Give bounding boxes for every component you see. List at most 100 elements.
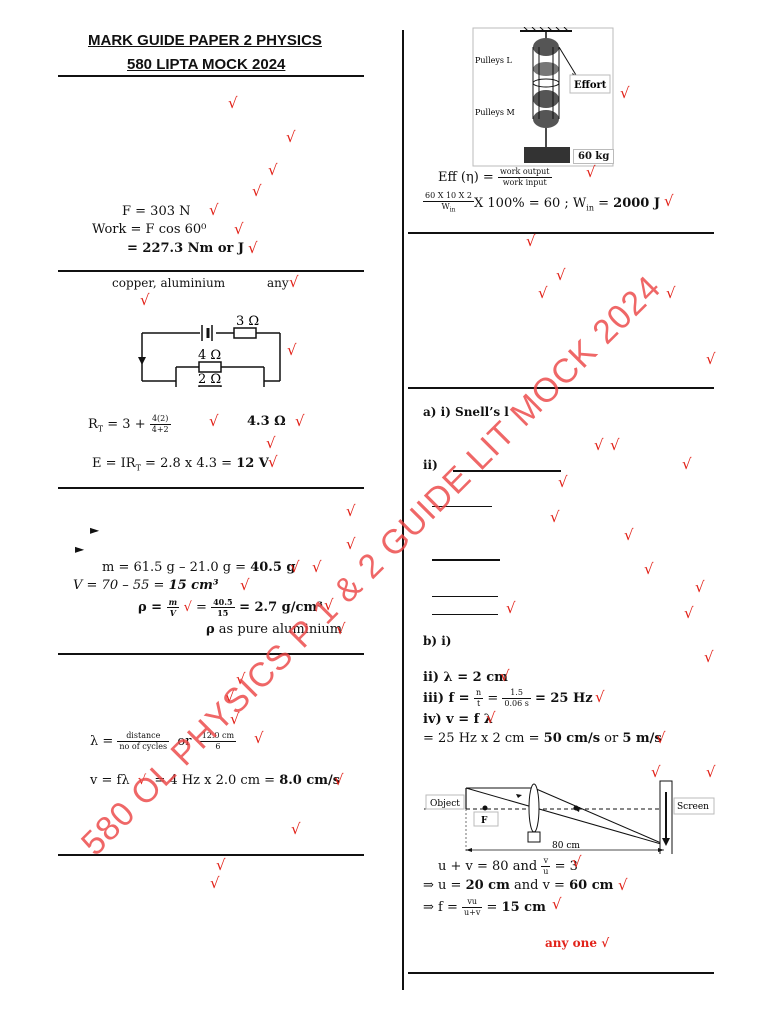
mark-tick: √ [268,453,278,471]
screen-label: Screen [677,802,709,812]
section-divider [408,387,714,389]
mark-tick: √ [268,161,278,179]
question-6a-i: a) i) Snell’s l [423,405,509,419]
resistor-label: 2 Ω [198,372,221,387]
mark-tick: √ [651,763,661,781]
mark-tick: √ [706,763,716,781]
density-conclusion: ρ as pure aluminium [206,622,343,637]
pulley-system-diagram: Effort Pulleys L Pulleys M [472,27,614,167]
mark-tick: √ [266,434,276,452]
section-divider [58,854,364,856]
mark-tick: √ [682,455,692,473]
emf-answer: E = IRT = 2.8 x 4.3 = 12 V [92,456,269,473]
mark-tick: √ [572,853,582,871]
volume-answer: V = 70 – 55 = 15 cm³ [73,578,219,593]
mark-tick: √ [538,284,548,302]
section-divider [408,232,714,234]
mark-tick: √ [706,350,716,368]
pulley-label: Pulleys M [475,108,515,117]
mark-tick: √ [666,284,676,302]
mark-tick: √ [346,535,356,553]
section-divider [58,75,364,77]
work-result: = 227.3 Nm or J [127,241,245,256]
any-note: any [267,276,289,290]
mark-tick: √ [656,729,666,747]
force-answer: F = 303 N [122,204,191,219]
mark-tick: √ [346,502,356,520]
mark-tick: √ [254,729,264,747]
lens-ray-diagram: Object F Screen 80 cm [424,780,715,854]
mark-tick: √ [624,526,634,544]
mark-tick: √ [236,670,246,688]
mark-tick: √ [252,182,262,200]
distance-label: 80 cm [552,841,580,851]
mark-tick: √ [234,220,244,238]
answer-line [432,559,500,561]
speed-calculation: = 25 Hz x 2 cm = 50 cm/s or 5 m/s [423,731,662,746]
mark-tick: √ [550,508,560,526]
mark-tick: √ [287,341,297,359]
page-title-line-2: 580 LIPTA MOCK 2024 [127,56,286,73]
section-divider [58,487,364,489]
mark-tick: √ [704,648,714,666]
speed-answer: v = fλ √ = 4 Hz x 2.0 cm = 8.0 cm/s [90,773,341,788]
mark-tick: √ [286,128,296,146]
mark-tick: √ [486,709,496,727]
wavelength-answer: ii) λ = 2 cm [423,670,508,685]
lens-equation-2: ⇒ u = 20 cm and v = 60 cm [423,878,614,893]
mark-tick: √ [295,412,305,430]
any-one-note: any one √ [545,936,610,950]
bullet-marker: ► [90,523,100,537]
mark-tick: √ [695,578,705,596]
answer-line [453,470,561,472]
resistance-result: 4.3 Ω [247,414,286,429]
bullet-marker: ► [75,542,85,556]
mark-tick: √ [336,620,346,638]
mark-tick: √ [216,856,226,874]
resistor-label: 4 Ω [198,348,221,363]
mark-tick: √ [225,688,235,706]
mark-tick: √ [290,558,300,576]
mark-tick: √ [334,771,344,789]
section-divider [408,972,714,974]
question-6b-i: b) i) [423,634,452,648]
mark-tick: √ [228,94,238,112]
mark-tick: √ [644,560,654,578]
mark-tick: √ [558,473,568,491]
answer-line [432,596,498,597]
mark-tick: √ [312,558,322,576]
mark-tick: √ [140,291,150,309]
speed-formula: iv) v = f λ [423,712,493,727]
materials-answer: copper, aluminium [112,276,226,290]
mark-tick: √ [594,436,604,454]
total-resistance: RT = 3 + 4(2)4+2 [88,414,171,434]
mark-tick: √ [526,232,536,250]
mark-tick: √ [556,266,566,284]
mark-tick: √ [210,874,220,892]
effort-label: Effort [574,80,607,91]
focus-label: F [481,816,488,826]
column-divider [402,30,404,990]
page-title-line-1: MARK GUIDE PAPER 2 PHYSICS [88,32,322,49]
mark-tick: √ [684,604,694,622]
mark-tick: √ [209,201,219,219]
answer-line [432,506,492,507]
work-formula: Work = F cos 60⁰ [92,222,207,237]
section-divider [58,653,364,655]
section-divider [58,270,364,272]
mass-answer: m = 61.5 g – 21.0 g = 40.5 g [102,560,296,575]
mark-tick: √ [595,688,605,706]
mark-tick: √ [209,412,219,430]
object-label: Object [430,799,460,809]
answer-line [432,614,498,615]
mark-tick: √ [248,239,258,257]
mark-tick: √ [230,710,240,728]
circuit-diagram: 3 Ω 4 Ω 2 Ω [138,315,281,387]
mark-tick: √ [620,84,630,102]
mark-tick: √ [610,436,620,454]
